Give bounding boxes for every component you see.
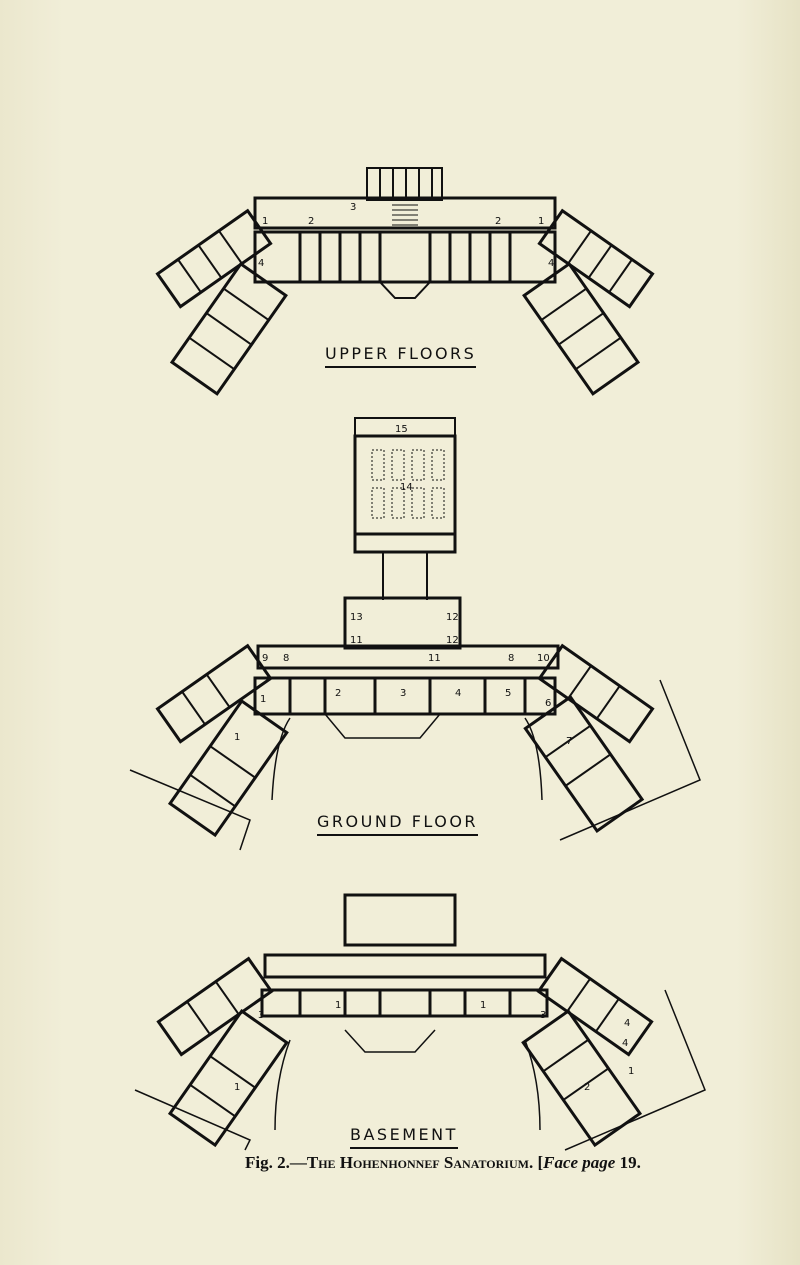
label-underline [350,1147,458,1149]
room-number: 1 [234,732,240,743]
room-number: 1 [262,216,268,227]
room-number: 3 [258,1010,264,1021]
room-number: 5 [505,688,511,699]
room-number: 2 [308,216,314,227]
label-underline [325,366,477,368]
caption-title: The Hohenhonnef Sanatorium. [306,1153,534,1172]
ground-floor-plan [129,417,701,851]
room-number: 15 [395,424,408,435]
room-number: 1 [538,216,544,227]
room-number: 4 [548,258,554,269]
room-number: 6 [545,698,551,709]
upper-floors-label: UPPER FLOORS [325,344,477,368]
room-number: 4 [622,1038,628,1049]
room-number: 2 [584,1082,590,1093]
room-number: 1 [260,694,266,705]
upper-floors-label-text: UPPER FLOORS [325,344,477,363]
room-number: 11 [350,635,363,646]
room-number: 8 [283,653,289,664]
ground-room-numbers: 15 14 13 12 11 12 11 9 8 8 10 1 2 3 4 5 … [234,424,572,747]
room-number: 1 [480,1000,486,1011]
ground-floor-label-text: GROUND FLOOR [317,812,479,831]
basement-plan [134,893,706,1151]
label-underline [317,834,479,836]
basement-room-numbers: 3 1 1 3 4 4 2 1 1 [234,1000,634,1093]
room-number: 9 [262,653,268,664]
basement-label: BASEMENT [350,1125,458,1149]
room-number: 2 [335,688,341,699]
room-number: 1 [628,1066,634,1077]
room-number: 13 [350,612,363,623]
room-number: 12 [446,635,459,646]
room-number: 14 [400,482,413,493]
caption-face: Face page [543,1153,616,1172]
room-number: 4 [258,258,264,269]
room-number: 1 [234,1082,240,1093]
room-number: 3 [350,202,356,213]
room-number: 11 [428,653,441,664]
room-number: 1 [335,1000,341,1011]
room-number: 10 [537,653,550,664]
caption-page: 19. [619,1153,641,1172]
room-number: 12 [446,612,459,623]
ground-floor-label: GROUND FLOOR [317,812,479,836]
figure-caption: Fig. 2.—The Hohenhonnef Sanatorium. [Fac… [245,1153,641,1173]
room-number: 4 [455,688,461,699]
room-number: 2 [495,216,501,227]
upper-room-numbers: 1 2 3 2 1 4 4 [258,202,554,269]
room-number: 8 [508,653,514,664]
upper-floors-plan [155,167,655,396]
room-number: 3 [540,1010,546,1021]
room-number: 4 [624,1018,630,1029]
basement-label-text: BASEMENT [350,1125,458,1144]
caption-dash: — [289,1153,307,1172]
caption-bracket: [ [537,1153,544,1172]
figure-number: Fig. 2. [245,1153,290,1172]
room-number: 3 [400,688,406,699]
room-number: 7 [566,736,572,747]
